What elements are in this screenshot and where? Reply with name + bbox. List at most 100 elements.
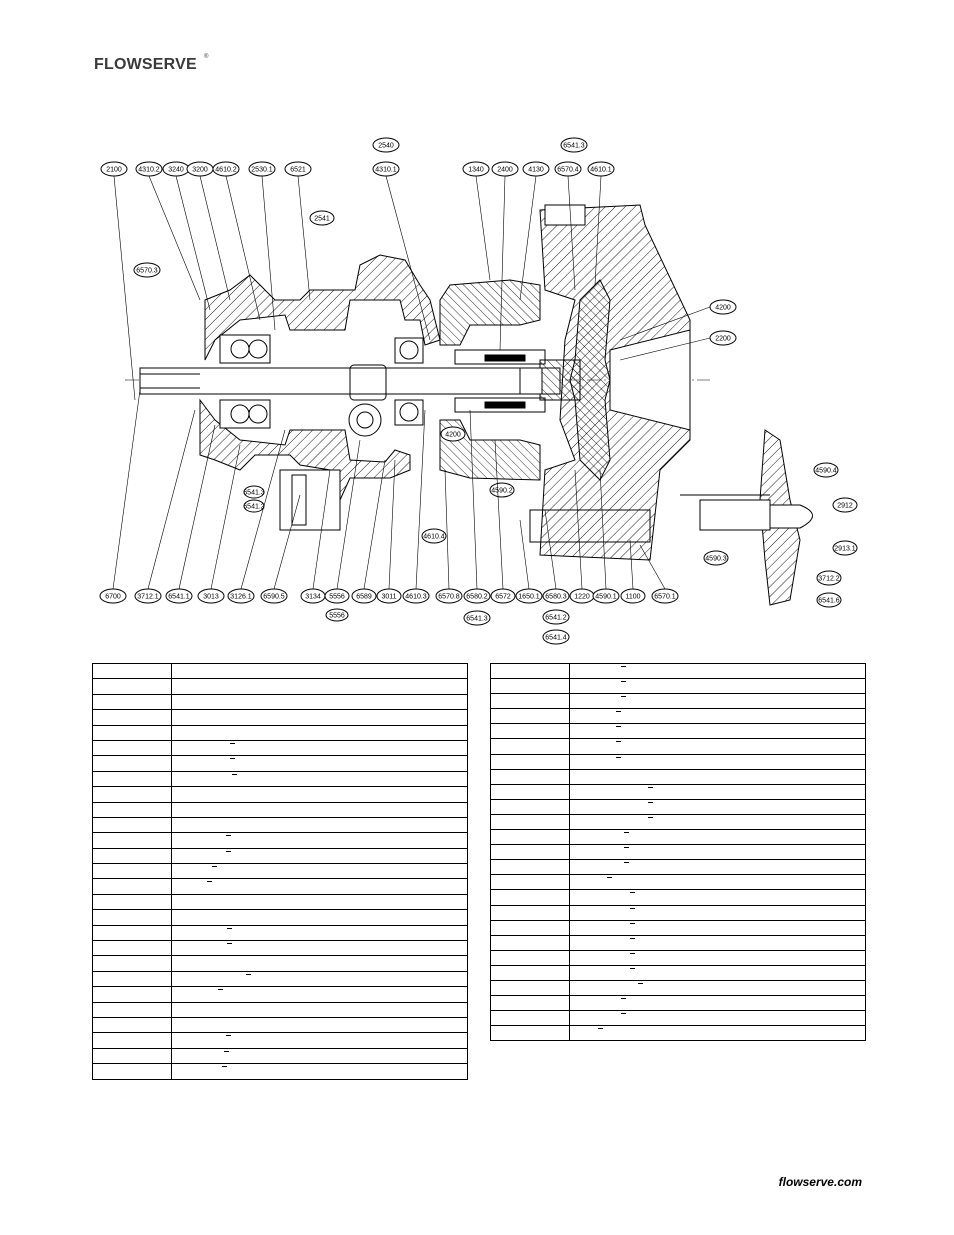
callout: 4590.4: [813, 462, 839, 478]
callout: 6580.2: [463, 588, 491, 604]
callout: 6541.3: [243, 485, 265, 499]
callout: 4200: [709, 299, 737, 315]
callout: 5556: [325, 608, 349, 622]
callout-label: 1340: [468, 167, 484, 174]
table-row: [490, 768, 866, 785]
callout-label: 3126.1: [230, 594, 252, 601]
callout-label: 4590.1: [595, 594, 617, 601]
callout: 4610.2: [212, 161, 240, 177]
parts-table-left: [92, 662, 468, 1080]
callout-label: 2540: [378, 143, 394, 150]
table-row: [490, 678, 866, 695]
table-row: [490, 708, 866, 725]
callout: 2912: [832, 497, 858, 513]
table-row: [92, 693, 468, 711]
table-row: [92, 970, 468, 988]
callout: 2913.1: [832, 540, 858, 556]
table-row: [92, 1047, 468, 1065]
callout-label: 6541.2: [545, 615, 567, 622]
table-row: [92, 955, 468, 972]
callout: 1340: [462, 161, 490, 177]
callout-label: 3712.2: [818, 576, 840, 583]
callout: 6570.8: [435, 588, 463, 604]
callout-label: 3200: [192, 167, 208, 174]
table-row: [92, 709, 468, 726]
table-row: [92, 878, 468, 895]
table-row: [92, 1001, 468, 1018]
callout: 4200: [440, 426, 466, 442]
table-row: [490, 934, 866, 951]
table-row: [490, 889, 866, 906]
callout-label: 6580.2: [466, 594, 488, 601]
bottom-callouts: 6700 3712.1 6541.1 3013 3126.1 6590.5 31…: [99, 588, 679, 604]
callout: 6541.3: [560, 137, 588, 153]
callout-label: 4590.3: [705, 556, 727, 563]
callout-label: 6590.5: [263, 594, 285, 601]
table-row: [92, 863, 468, 880]
callout-label: 3240: [168, 167, 184, 174]
table-row: [92, 1063, 468, 1080]
callout: 2100: [100, 161, 128, 177]
callout: 6570.1: [651, 588, 679, 604]
table-row: [92, 739, 468, 757]
callout-label: 4610.4: [423, 534, 445, 541]
callout-label: 4200: [715, 305, 731, 312]
table-row: [92, 678, 468, 695]
callout: 4130: [522, 161, 550, 177]
table-row: [490, 949, 866, 966]
callout-label: 2541: [314, 216, 330, 223]
callout-label: 1220: [574, 594, 590, 601]
callout-label: 4610.1: [590, 167, 612, 174]
callout: 3011: [376, 588, 402, 604]
callout-label: 6580.3: [545, 594, 567, 601]
callout: 4610.1: [587, 161, 615, 177]
table-row: [490, 919, 866, 936]
table-row: [92, 801, 468, 818]
callout: 4590.3: [703, 550, 729, 566]
table-row: [490, 995, 866, 1012]
logo-text: FLOWSERVE: [94, 56, 197, 73]
leader-lines: [112, 175, 711, 590]
table-row: [490, 723, 866, 740]
callout: 3712.1: [134, 588, 162, 604]
callout: 1100: [620, 588, 646, 604]
table-row: [92, 724, 468, 741]
callout: 2200: [709, 330, 737, 346]
website-link[interactable]: flowserve.com: [778, 1175, 862, 1189]
callout-label: 4590.2: [491, 488, 513, 495]
registered-mark: ®: [204, 54, 209, 60]
callout: 6590.5: [260, 588, 288, 604]
callout-label: 2200: [715, 336, 731, 343]
callout-label: 6570.3: [136, 268, 158, 275]
drawing-geometry: [125, 204, 813, 606]
table-row: [92, 1016, 468, 1034]
inner-callouts: 2541 6570.3 4200 2200 4200 6541.3 6541.2…: [133, 210, 737, 544]
table-row: [490, 1010, 866, 1027]
callout-label: 6541.4: [545, 635, 567, 642]
table-row: [490, 753, 866, 770]
callout: 6570.3: [133, 262, 161, 278]
callout-label: 2913.1: [834, 546, 856, 553]
table-row: [92, 893, 468, 911]
table-row: [490, 783, 866, 800]
table-row: [490, 693, 866, 710]
callout: 4310.1: [372, 161, 400, 177]
table-row: [490, 874, 866, 891]
callout: 5556: [324, 588, 350, 604]
table-row: [490, 904, 866, 921]
callout: 6570.4: [554, 161, 582, 177]
pump-sectional-drawing: 2100 4310.2 3240 3200 4610.2 2530.1 6521…: [99, 137, 858, 645]
callout-label: 1650.1: [518, 594, 540, 601]
callout: 3712.2: [816, 570, 842, 586]
table-row: [92, 940, 468, 957]
callout-label: 4590.4: [815, 468, 837, 475]
callout-label: 4310.2: [138, 167, 160, 174]
callout: 6521: [284, 161, 312, 177]
table-row: [490, 1025, 866, 1042]
callout-label: 6589: [356, 594, 372, 601]
table-row: [92, 816, 468, 834]
table-row: [490, 738, 866, 755]
callout-label: 6570.8: [438, 594, 460, 601]
callout-label: 6570.4: [557, 167, 579, 174]
callout-label: 6541.1: [168, 594, 190, 601]
